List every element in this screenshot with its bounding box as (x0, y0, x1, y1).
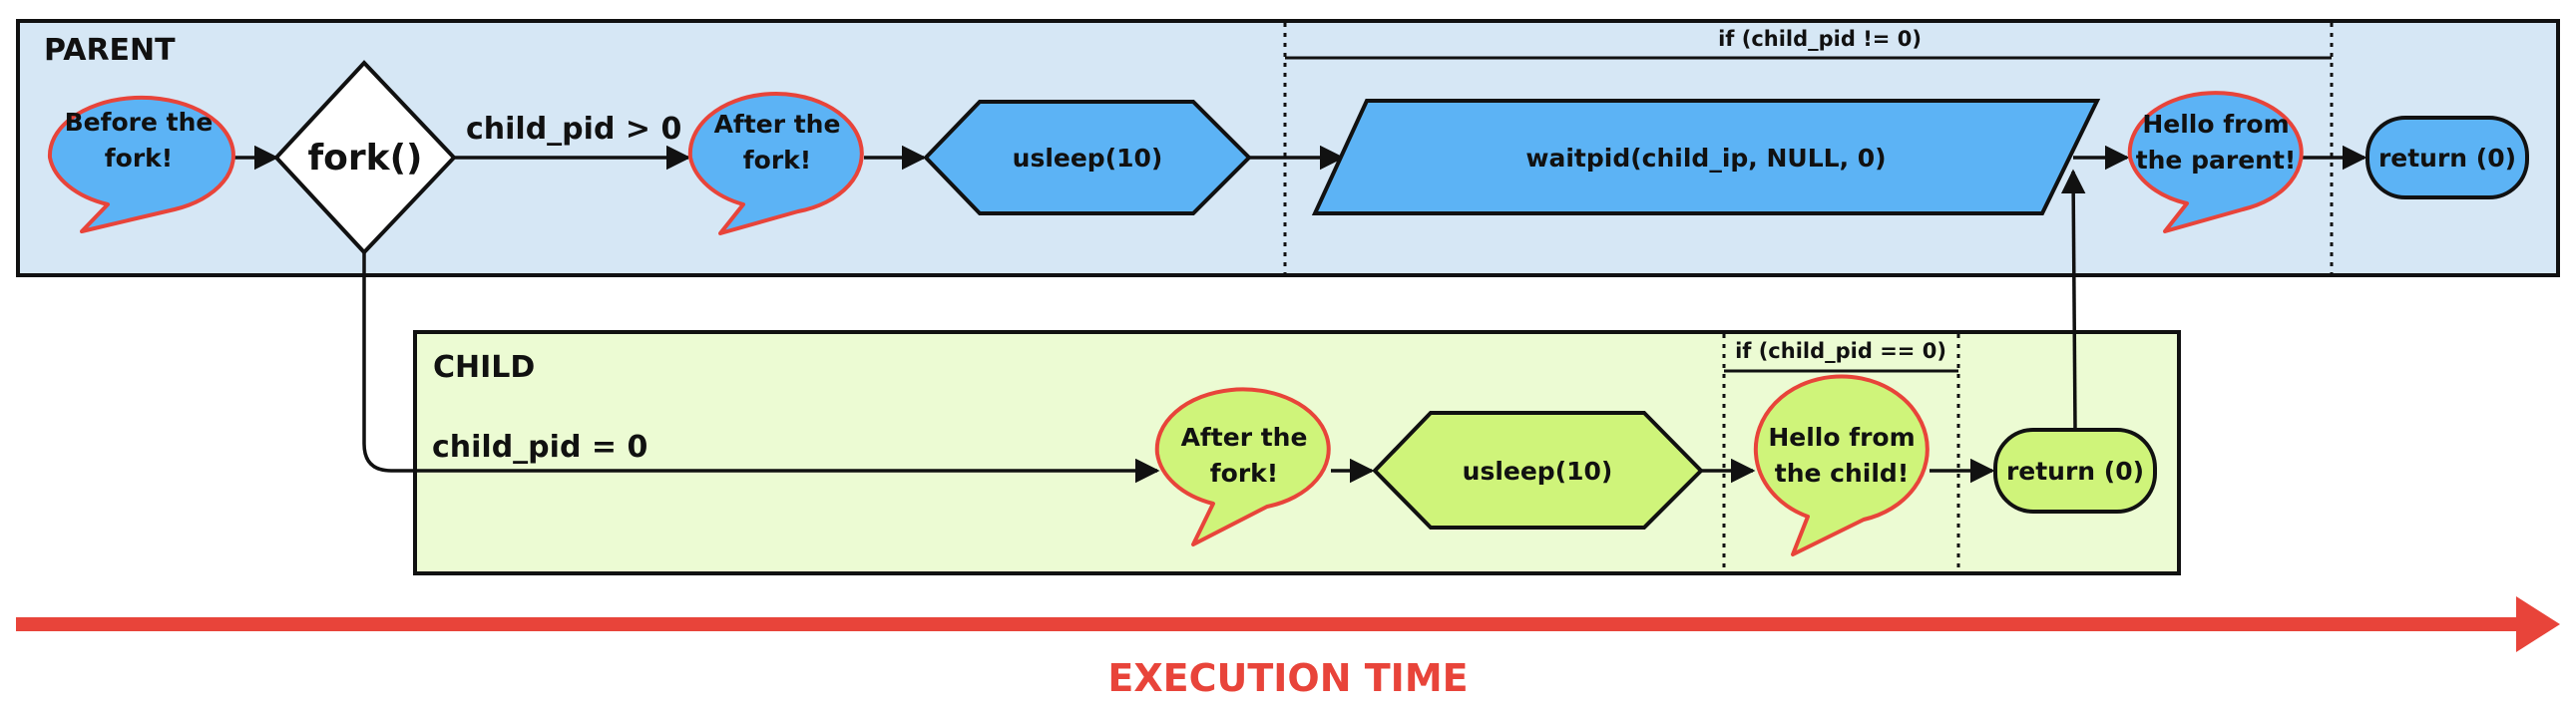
fork-label: fork() (308, 138, 423, 179)
child-after-fork-line1: After the (1181, 423, 1308, 452)
child-condition-label: if (child_pid == 0) (1735, 339, 1946, 363)
child-after-fork-line2: fork! (1210, 459, 1278, 488)
parent-before-fork-line2: fork! (105, 144, 173, 173)
child-hello-line2: the child! (1775, 459, 1909, 488)
parent-return-label: return (0) (2378, 144, 2516, 173)
edge-label-child-pid-eq-0: child_pid = 0 (432, 430, 647, 465)
child-lane-label: CHILD (433, 350, 535, 385)
parent-lane-label: PARENT (44, 33, 176, 68)
parent-waitpid-node: waitpid(child_ip, NULL, 0) (1311, 99, 2101, 215)
child-hello-line1: Hello from (1768, 423, 1915, 452)
parent-hello-line2: the parent! (2136, 146, 2297, 175)
child-after-fork-bubble: After the fork! (1154, 387, 1331, 546)
parent-usleep-label: usleep(10) (1013, 144, 1163, 173)
parent-waitpid-label: waitpid(child_ip, NULL, 0) (1525, 144, 1886, 173)
child-usleep-node: usleep(10) (1372, 411, 1704, 530)
edge-label-child-pid-gt-0: child_pid > 0 (466, 112, 681, 147)
parent-return-node: return (0) (2365, 116, 2529, 199)
parent-usleep-node: usleep(10) (923, 100, 1252, 215)
parent-hello-bubble: Hello from the parent! (2127, 91, 2304, 233)
parent-after-fork-bubble: After the fork! (687, 92, 864, 235)
child-hello-bubble: Hello from the child! (1753, 374, 1930, 556)
child-return-label: return (0) (2006, 457, 2144, 486)
edge-child-return-to-waitpid (2060, 169, 2086, 430)
parent-hello-line1: Hello from (2142, 110, 2289, 139)
parent-before-fork-bubble: Before the fork! (47, 95, 235, 233)
parent-after-fork-line1: After the (714, 110, 841, 139)
parent-before-fork-line1: Before the (65, 108, 214, 137)
child-usleep-label: usleep(10) (1463, 457, 1613, 486)
execution-time-arrow (16, 596, 2560, 652)
parent-condition-label: if (child_pid != 0) (1718, 27, 1922, 51)
edge-fork-to-child (362, 252, 1160, 484)
fork-decision: fork() (273, 60, 457, 255)
child-return-node: return (0) (1993, 428, 2157, 514)
parent-after-fork-line2: fork! (743, 146, 811, 175)
execution-time-label: EXECUTION TIME (1107, 656, 1468, 700)
